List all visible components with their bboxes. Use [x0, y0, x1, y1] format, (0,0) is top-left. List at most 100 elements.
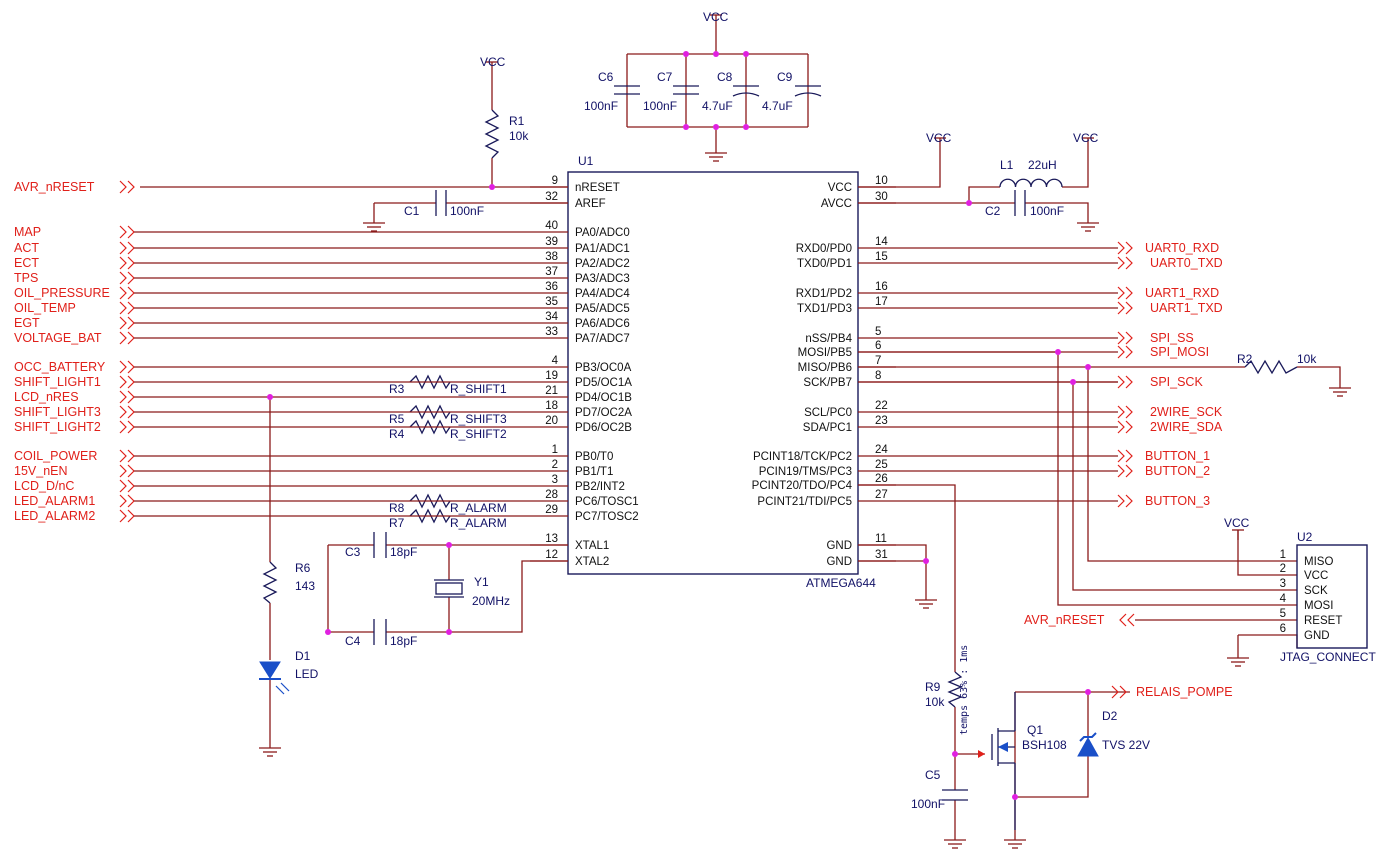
cap-c4-value: 18pF: [390, 634, 417, 648]
mcu-right-pin-name: AVCC: [821, 198, 852, 210]
left-signal-label: LED_ALARM2: [14, 509, 95, 523]
mcu-left-pin-number: 40: [545, 220, 558, 232]
mcu-right-pin-number: 15: [875, 251, 888, 263]
mcu-left-pin-number: 21: [545, 385, 558, 397]
mcu-right-pin-name: TXD0/PD1: [797, 258, 852, 270]
cap-c3: [373, 532, 387, 558]
mcu-left-pin-number: 39: [545, 236, 558, 248]
jtag-pin-number: 2: [1280, 563, 1286, 575]
junction-dot: [713, 124, 719, 130]
mcu-right-pin-number: 30: [875, 191, 888, 203]
tvs-d2-value: TVS 22V: [1102, 738, 1150, 752]
mcu-right-pin-name: PCINT20/TDO/PC4: [752, 480, 853, 492]
right-signal-label: 2WIRE_SCK: [1150, 405, 1223, 419]
right-signal-label: BUTTON_1: [1145, 449, 1210, 463]
resistor-r6: [262, 561, 278, 604]
left-signal-chevron: [119, 360, 135, 374]
left-signal-label: ACT: [14, 241, 39, 255]
cap-c9: [794, 85, 822, 97]
right-signal-chevron: [1117, 286, 1133, 300]
mcu-left-pin-number: 1: [552, 444, 558, 456]
mosfet-q1-value: BSH108: [1022, 738, 1067, 752]
jtag-pin-name: SCK: [1304, 585, 1328, 597]
mcu-right-pin-name: VCC: [828, 182, 852, 194]
mcu-right-pin-number: 25: [875, 459, 888, 471]
mcu-left-pin-number: 20: [545, 415, 558, 427]
resistor-r2-value: 10k: [1297, 352, 1317, 366]
left-signal-label: LED_ALARM1: [14, 494, 95, 508]
right-signal-chevron: [1117, 331, 1133, 345]
junction-dot: [267, 394, 273, 400]
led-d1: [259, 661, 290, 695]
mcu-left-pin-number: 36: [545, 281, 558, 293]
junction-dot: [743, 124, 749, 130]
junction-dot: [1085, 689, 1091, 695]
vcc-label-r1: VCC: [480, 55, 506, 69]
cap-c3-value: 18pF: [390, 545, 417, 559]
mcu-right-pin-number: 11: [875, 533, 887, 545]
cap-c1-value: 100nF: [450, 204, 484, 218]
left-signal-label: SHIFT_LIGHT1: [14, 375, 101, 389]
right-signal-label: UART0_TXD: [1150, 256, 1223, 270]
mcu-right-pin-number: 14: [875, 236, 888, 248]
cap-c7: [673, 85, 699, 95]
mcu-left-pin-name: PB3/OC0A: [575, 362, 632, 374]
cap-c4: [373, 619, 387, 645]
left-signal-label: SHIFT_LIGHT2: [14, 420, 101, 434]
net-r-alarm-2: R_ALARM: [450, 516, 507, 530]
right-signal-label: BUTTON_2: [1145, 464, 1210, 478]
cap-c6: [614, 85, 640, 95]
mcu-left-pin-number: 18: [545, 400, 558, 412]
mcu-right-pin-number: 5: [875, 326, 881, 338]
mcu-left-pin-name: XTAL1: [575, 540, 609, 552]
left-signal-chevron: [119, 241, 135, 255]
resistor-r9-ref: R9: [925, 680, 941, 694]
resistor-r1-value: 10k: [509, 129, 529, 143]
mcu-left-pin-name: PD7/OC2A: [575, 407, 632, 419]
junction-dot: [1085, 364, 1091, 370]
left-signal-chevron: [119, 375, 135, 389]
mcu-left-pin-number: 29: [545, 504, 558, 516]
right-signal-label: AVR_nRESET: [1024, 613, 1105, 627]
mcu-right-pin-name: GND: [826, 556, 852, 568]
mosfet-q1-ref: Q1: [1027, 723, 1043, 737]
right-signal-label: SPI_SS: [1150, 331, 1194, 345]
cap-c3-ref: C3: [345, 545, 361, 559]
mcu-left-pin-number: 9: [552, 175, 558, 187]
left-signal-label: OIL_PRESSURE: [14, 286, 110, 300]
junction-dot: [325, 629, 331, 635]
cap-c8: [732, 85, 760, 97]
mcu-left-pin-name: PA4/ADC4: [575, 288, 630, 300]
mcu-left-pin-name: PA5/ADC5: [575, 303, 630, 315]
mcu-right-pin-number: 26: [875, 473, 888, 485]
mcu-designator: U1: [578, 154, 594, 168]
left-signal-chevron: [119, 479, 135, 493]
mcu-right-pin-name: PCINT21/TDI/PC5: [757, 496, 852, 508]
mcu-right-pin-name: SCK/PB7: [803, 377, 852, 389]
mcu-right-pin-number: 6: [875, 340, 881, 352]
junction-dot: [446, 542, 452, 548]
jtag-pin-name: GND: [1304, 630, 1330, 642]
cap-c5: [942, 789, 968, 801]
mcu-right-pin-number: 10: [875, 175, 888, 187]
right-signal-chevron: [1117, 420, 1133, 434]
cap-c2: [1014, 190, 1026, 216]
cap-c5-ref: C5: [925, 768, 941, 782]
resistor-r6-value: 143: [295, 579, 315, 593]
mcu-left-pin-name: PD4/OC1B: [575, 392, 632, 404]
mcu-body: [567, 171, 859, 575]
mcu-left-pin-name: PB1/T1: [575, 466, 613, 478]
junction-dot: [923, 558, 929, 564]
left-signal-label: TPS: [14, 271, 38, 285]
net-r-shift2: R_SHIFT2: [450, 427, 507, 441]
led-d1-ref: D1: [295, 649, 311, 663]
mcu-right-pin-name: GND: [826, 540, 852, 552]
left-signal-label: OIL_TEMP: [14, 301, 76, 315]
r9-timing-note: temps 63% : 1ms: [959, 645, 970, 735]
cap-c2-value: 100nF: [1030, 204, 1064, 218]
right-signal-chevron: [1117, 241, 1133, 255]
left-signal-chevron: [119, 494, 135, 508]
left-signal-chevron: [119, 331, 135, 345]
inductor-l1-value: 22uH: [1028, 158, 1057, 172]
right-signal-chevron: [1119, 613, 1135, 627]
